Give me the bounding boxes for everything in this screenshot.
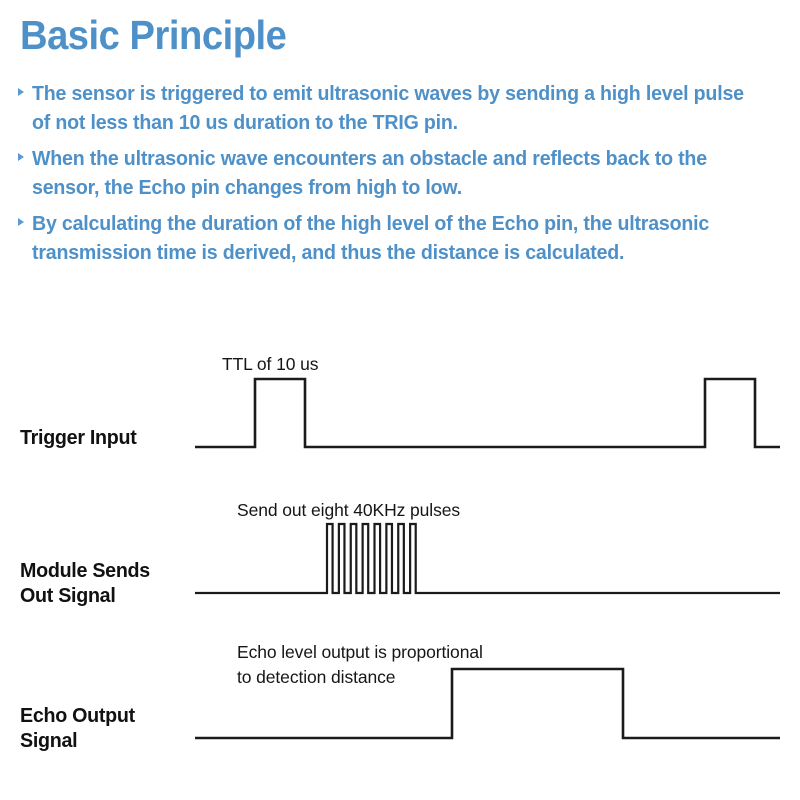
echo-output-waveform xyxy=(195,667,780,740)
triangle-right-bullet-icon xyxy=(18,88,24,96)
module-annotation: Send out eight 40KHz pulses xyxy=(237,500,461,520)
list-item-text: The sensor is triggered to emit ultrason… xyxy=(32,82,744,134)
module-sends-out-waveform xyxy=(195,522,780,595)
triangle-right-bullet-icon xyxy=(18,218,24,226)
list-item-text: When the ultrasonic wave encounters an o… xyxy=(32,147,707,199)
trigger-input-waveform xyxy=(195,377,780,449)
trigger-annotation: TTL of 10 us xyxy=(222,354,319,374)
echo-annotation: Echo level output is proportional to det… xyxy=(237,642,483,687)
bullet-list: The sensor is triggered to emit ultrason… xyxy=(18,80,796,275)
trigger-input-label: Trigger Input xyxy=(20,426,137,449)
list-item: When the ultrasonic wave encounters an o… xyxy=(18,145,796,202)
waveform-traces xyxy=(195,377,780,740)
timing-diagram: TTL of 10 us Send out eight 40KHz pulses… xyxy=(0,330,800,800)
list-item: By calculating the duration of the high … xyxy=(18,210,796,267)
page-title: Basic Principle xyxy=(20,12,287,58)
list-item: The sensor is triggered to emit ultrason… xyxy=(18,80,796,137)
triangle-right-bullet-icon xyxy=(18,153,24,161)
module-sends-out-signal-label: Module Sends Out Signal xyxy=(20,559,150,607)
list-item-text: By calculating the duration of the high … xyxy=(32,212,710,264)
echo-output-signal-label: Echo Output Signal xyxy=(20,704,135,752)
